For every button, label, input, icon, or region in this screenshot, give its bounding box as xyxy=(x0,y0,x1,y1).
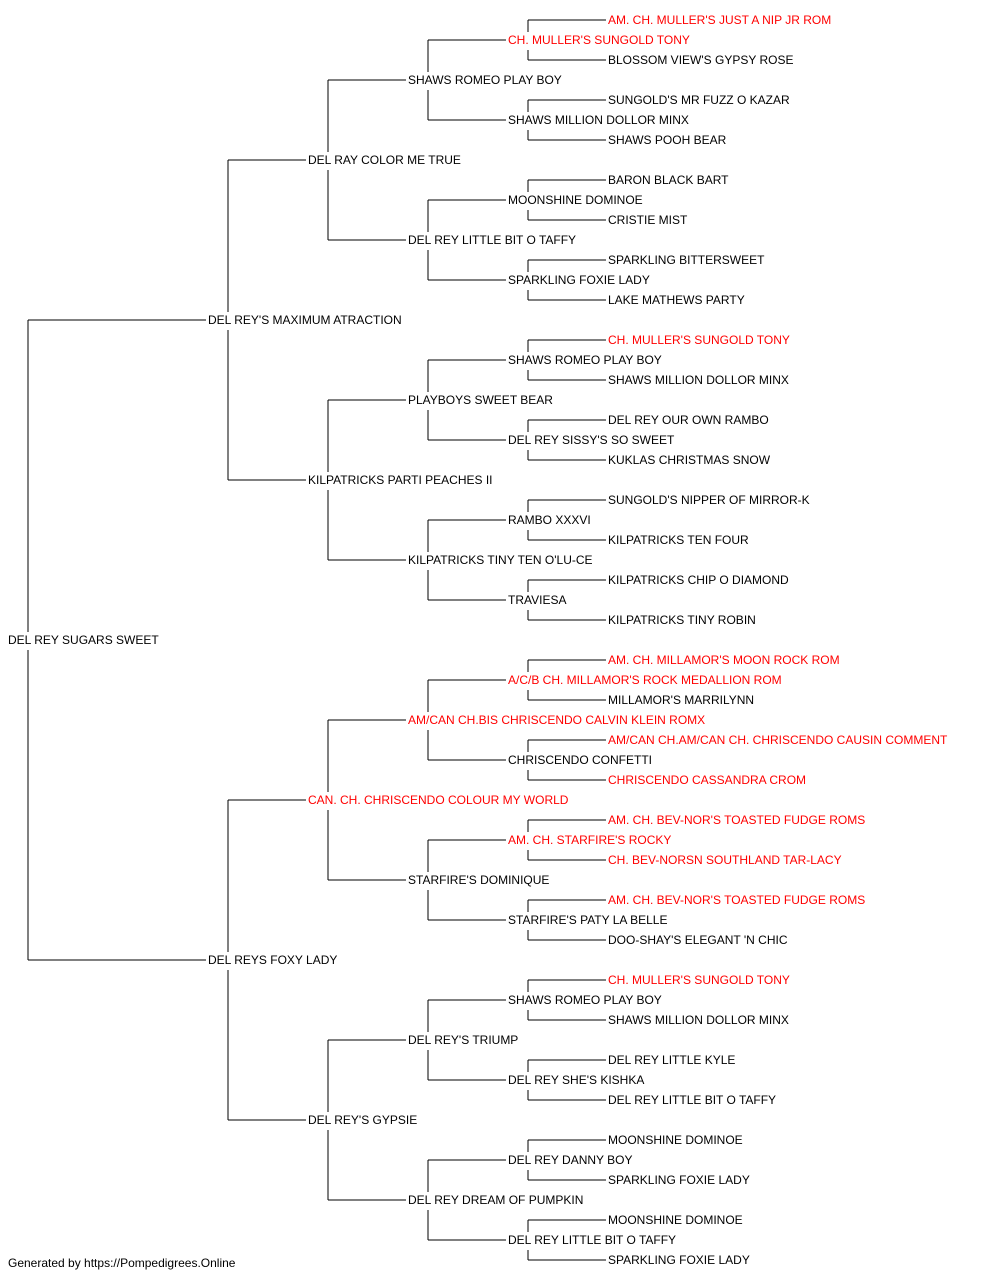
ancestor-gen4-3[interactable]: SPARKLING FOXIE LADY xyxy=(508,273,650,287)
ancestor-gen3-6[interactable]: DEL REY'S TRIUMP xyxy=(408,1033,518,1047)
ancestor-gen5-25[interactable]: SHAWS MILLION DOLLOR MINX xyxy=(608,1013,789,1027)
ancestor-gen5-29[interactable]: SPARKLING FOXIE LADY xyxy=(608,1173,750,1187)
ancestor-gen5-31[interactable]: SPARKLING FOXIE LADY xyxy=(608,1253,750,1267)
ancestor-gen3-5[interactable]: STARFIRE'S DOMINIQUE xyxy=(408,873,549,887)
ancestor-gen4-10[interactable]: AM. CH. STARFIRE'S ROCKY xyxy=(508,833,671,847)
ancestor-gen4-4[interactable]: SHAWS ROMEO PLAY BOY xyxy=(508,353,662,367)
ancestor-gen5-19[interactable]: CHRISCENDO CASSANDRA CROM xyxy=(608,773,806,787)
ancestor-gen5-2[interactable]: SUNGOLD'S MR FUZZ O KAZAR xyxy=(608,93,790,107)
ancestor-gen5-3[interactable]: SHAWS POOH BEAR xyxy=(608,133,727,147)
footer-credit: Generated by https://Pompedigrees.Online xyxy=(8,1256,236,1270)
ancestor-gen5-9[interactable]: SHAWS MILLION DOLLOR MINX xyxy=(608,373,789,387)
ancestor-gen5-10[interactable]: DEL REY OUR OWN RAMBO xyxy=(608,413,769,427)
ancestor-gen2-1[interactable]: KILPATRICKS PARTI PEACHES II xyxy=(308,473,493,487)
ancestor-gen5-8[interactable]: CH. MULLER'S SUNGOLD TONY xyxy=(608,333,790,347)
ancestor-gen5-17[interactable]: MILLAMOR'S MARRILYNN xyxy=(608,693,754,707)
ancestor-gen4-13[interactable]: DEL REY SHE'S KISHKA xyxy=(508,1073,644,1087)
ancestor-gen2-0[interactable]: DEL RAY COLOR ME TRUE xyxy=(308,153,461,167)
ancestor-gen5-0[interactable]: AM. CH. MULLER'S JUST A NIP JR ROM xyxy=(608,13,831,27)
ancestor-gen5-7[interactable]: LAKE MATHEWS PARTY xyxy=(608,293,745,307)
ancestor-gen3-2[interactable]: PLAYBOYS SWEET BEAR xyxy=(408,393,553,407)
subject-name[interactable]: DEL REY SUGARS SWEET xyxy=(8,633,159,647)
ancestor-gen4-8[interactable]: A/C/B CH. MILLAMOR'S ROCK MEDALLION ROM xyxy=(508,673,782,687)
ancestor-gen4-12[interactable]: SHAWS ROMEO PLAY BOY xyxy=(508,993,662,1007)
ancestor-gen4-0[interactable]: CH. MULLER'S SUNGOLD TONY xyxy=(508,33,690,47)
ancestor-gen5-13[interactable]: KILPATRICKS TEN FOUR xyxy=(608,533,749,547)
ancestor-gen4-6[interactable]: RAMBO XXXVI xyxy=(508,513,591,527)
ancestor-gen4-5[interactable]: DEL REY SISSY'S SO SWEET xyxy=(508,433,675,447)
ancestor-gen3-4[interactable]: AM/CAN CH.BIS CHRISCENDO CALVIN KLEIN RO… xyxy=(408,713,705,727)
ancestor-gen5-1[interactable]: BLOSSOM VIEW'S GYPSY ROSE xyxy=(608,53,793,67)
ancestor-gen1-0[interactable]: DEL REY'S MAXIMUM ATRACTION xyxy=(208,313,402,327)
ancestor-gen5-23[interactable]: DOO-SHAY'S ELEGANT 'N CHIC xyxy=(608,933,788,947)
ancestor-gen5-12[interactable]: SUNGOLD'S NIPPER OF MIRROR-K xyxy=(608,493,810,507)
ancestor-gen2-2[interactable]: CAN. CH. CHRISCENDO COLOUR MY WORLD xyxy=(308,793,569,807)
ancestor-gen5-28[interactable]: MOONSHINE DOMINOE xyxy=(608,1133,743,1147)
ancestor-gen4-14[interactable]: DEL REY DANNY BOY xyxy=(508,1153,633,1167)
ancestor-gen4-11[interactable]: STARFIRE'S PATY LA BELLE xyxy=(508,913,667,927)
ancestor-gen5-21[interactable]: CH. BEV-NORSN SOUTHLAND TAR-LACY xyxy=(608,853,842,867)
ancestor-gen4-15[interactable]: DEL REY LITTLE BIT O TAFFY xyxy=(508,1233,676,1247)
ancestor-gen5-4[interactable]: BARON BLACK BART xyxy=(608,173,729,187)
ancestor-gen5-18[interactable]: AM/CAN CH.AM/CAN CH. CHRISCENDO CAUSIN C… xyxy=(608,733,948,747)
ancestor-gen3-1[interactable]: DEL REY LITTLE BIT O TAFFY xyxy=(408,233,576,247)
ancestor-gen5-22[interactable]: AM. CH. BEV-NOR'S TOASTED FUDGE ROMS xyxy=(608,893,865,907)
ancestor-gen3-3[interactable]: KILPATRICKS TINY TEN O'LU-CE xyxy=(408,553,593,567)
ancestor-gen5-24[interactable]: CH. MULLER'S SUNGOLD TONY xyxy=(608,973,790,987)
ancestor-gen5-26[interactable]: DEL REY LITTLE KYLE xyxy=(608,1053,735,1067)
ancestor-gen2-3[interactable]: DEL REY'S GYPSIE xyxy=(308,1113,417,1127)
ancestor-gen5-11[interactable]: KUKLAS CHRISTMAS SNOW xyxy=(608,453,771,467)
ancestor-gen4-7[interactable]: TRAVIESA xyxy=(508,593,566,607)
ancestor-gen4-9[interactable]: CHRISCENDO CONFETTI xyxy=(508,753,652,767)
ancestor-gen4-2[interactable]: MOONSHINE DOMINOE xyxy=(508,193,643,207)
ancestor-gen3-0[interactable]: SHAWS ROMEO PLAY BOY xyxy=(408,73,562,87)
ancestor-gen5-5[interactable]: CRISTIE MIST xyxy=(608,213,688,227)
ancestor-gen5-15[interactable]: KILPATRICKS TINY ROBIN xyxy=(608,613,756,627)
ancestor-gen5-6[interactable]: SPARKLING BITTERSWEET xyxy=(608,253,765,267)
ancestor-gen5-16[interactable]: AM. CH. MILLAMOR'S MOON ROCK ROM xyxy=(608,653,840,667)
ancestor-gen5-27[interactable]: DEL REY LITTLE BIT O TAFFY xyxy=(608,1093,776,1107)
ancestor-gen4-1[interactable]: SHAWS MILLION DOLLOR MINX xyxy=(508,113,689,127)
ancestor-gen3-7[interactable]: DEL REY DREAM OF PUMPKIN xyxy=(408,1193,583,1207)
ancestor-gen5-14[interactable]: KILPATRICKS CHIP O DIAMOND xyxy=(608,573,789,587)
ancestor-gen5-20[interactable]: AM. CH. BEV-NOR'S TOASTED FUDGE ROMS xyxy=(608,813,865,827)
ancestor-gen5-30[interactable]: MOONSHINE DOMINOE xyxy=(608,1213,743,1227)
ancestor-gen1-1[interactable]: DEL REYS FOXY LADY xyxy=(208,953,337,967)
